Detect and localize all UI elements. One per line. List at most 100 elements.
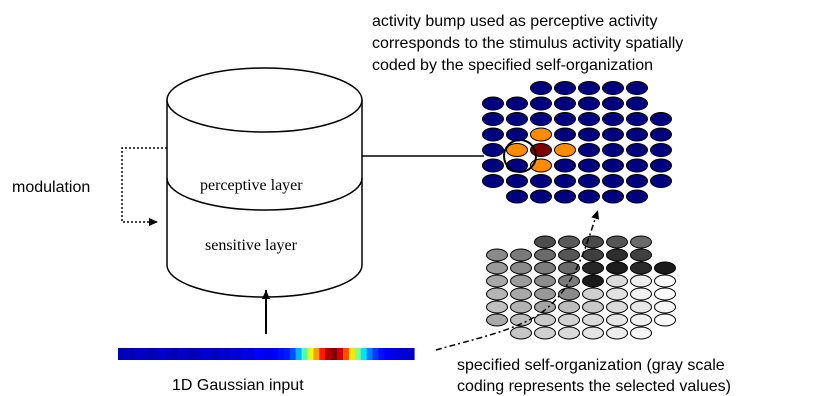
- activity-bump-highlight: [503, 139, 537, 173]
- strip-cell: [354, 348, 362, 360]
- perceptive-unit: [650, 174, 672, 188]
- sensitive-layer-label: sensitive layer: [205, 237, 298, 254]
- selforg-unit: [606, 287, 628, 301]
- cylinder-top-ellipse: [166, 67, 363, 133]
- selforg-unit: [534, 261, 556, 275]
- selforg-unit: [510, 313, 532, 327]
- strip-cell: [372, 348, 380, 360]
- strip-cell: [366, 348, 374, 360]
- strip-cell: [301, 348, 309, 360]
- modulation-arrow: [121, 147, 167, 226]
- perceptive-unit: [530, 112, 552, 126]
- perceptive-unit: [650, 127, 672, 142]
- selforg-unit: [558, 313, 580, 327]
- perceptive-unit: [530, 96, 552, 111]
- strip-cell: [337, 348, 344, 360]
- perceptive-unit: [506, 96, 528, 111]
- strip-cell: [194, 348, 202, 360]
- selforg-unit: [486, 261, 508, 275]
- selforg-unit: [606, 326, 628, 340]
- perceptive-unit: [482, 127, 504, 142]
- selforg-unit: [486, 300, 508, 314]
- perceptive-unit: [602, 158, 624, 173]
- perceptive-unit: [482, 174, 504, 188]
- selforg-unit: [558, 248, 580, 262]
- selforg-unit: [606, 235, 628, 249]
- selforg-unit: [534, 248, 556, 262]
- selforg-unit: [486, 313, 508, 327]
- strip-cell: [159, 348, 166, 360]
- selforg-unit: [582, 248, 604, 262]
- perceptive-unit: [554, 189, 576, 204]
- perceptive-unit: [530, 143, 552, 157]
- strip-cell: [331, 348, 338, 360]
- strip-cell: [283, 348, 291, 360]
- strip-cell: [118, 348, 125, 360]
- selforg-unit: [654, 261, 676, 275]
- input-label: 1D Gaussian input: [172, 377, 304, 394]
- perceptive-unit: [530, 189, 552, 204]
- cylinder-bottom-arc: [166, 264, 363, 298]
- perceptive-unit: [506, 112, 528, 126]
- perceptive-unit: [554, 143, 576, 157]
- selforg-unit: [558, 261, 580, 275]
- strip-cell: [171, 348, 178, 360]
- selforg-unit: [654, 313, 676, 327]
- perceptive-unit: [602, 143, 624, 157]
- perceptive-unit: [482, 112, 504, 126]
- strip-cell: [189, 348, 196, 360]
- selforg-unit: [582, 313, 604, 327]
- selforg-unit: [486, 248, 508, 262]
- strip-cell: [123, 348, 131, 360]
- perceptive-unit: [578, 174, 600, 188]
- perceptive-unit: [626, 81, 648, 95]
- perceptive-unit: [602, 96, 624, 111]
- strip-cell: [147, 348, 155, 360]
- selforg-unit: [654, 287, 676, 301]
- perceptive-unit: [554, 96, 576, 111]
- perceptive-unit: [626, 96, 648, 111]
- selforg-unit: [510, 248, 532, 262]
- selforg-unit: [630, 235, 652, 249]
- strip-cell: [129, 348, 137, 360]
- strip-cell: [177, 348, 184, 360]
- selforg-unit: [606, 300, 628, 314]
- selforg-unit: [486, 274, 508, 288]
- strip-cell: [295, 348, 303, 360]
- selforg-unit: [582, 326, 604, 340]
- strip-cell: [390, 348, 397, 360]
- selforg-unit: [630, 287, 652, 301]
- perceptive-unit: [602, 112, 624, 126]
- strip-cell: [396, 348, 403, 360]
- strip-cell: [212, 348, 220, 360]
- selforg-unit: [606, 261, 628, 275]
- selforg-unit: [558, 300, 580, 314]
- perceptive-layer-label: perceptive layer: [200, 177, 303, 194]
- selforg-unit: [558, 235, 580, 249]
- selforg-unit: [510, 274, 532, 288]
- selforg-unit: [510, 287, 532, 301]
- strip-cell: [248, 348, 255, 360]
- strip-cell: [360, 348, 368, 360]
- perceptive-unit: [530, 81, 552, 95]
- perceptive-unit: [626, 158, 648, 173]
- perceptive-unit: [554, 81, 576, 95]
- perceptive-unit: [482, 96, 504, 111]
- selforg-unit: [510, 326, 532, 340]
- perceptive-unit: [578, 96, 600, 111]
- perceptive-unit: [506, 143, 528, 157]
- perceptive-unit: [506, 127, 528, 142]
- perceptive-unit: [626, 143, 648, 157]
- selforg-unit: [630, 248, 652, 262]
- strip-cell: [313, 348, 320, 360]
- selforg-unit: [486, 287, 508, 301]
- selforg-unit: [630, 261, 652, 275]
- selforg-unit: [510, 261, 532, 275]
- perceptive-unit: [626, 112, 648, 126]
- caption-bottom-line-1: specified self-organization (gray scale: [457, 357, 725, 374]
- strip-cell: [254, 348, 261, 360]
- strip-cell: [342, 348, 350, 360]
- perceptive-unit: [602, 174, 624, 188]
- strip-cell: [165, 348, 172, 360]
